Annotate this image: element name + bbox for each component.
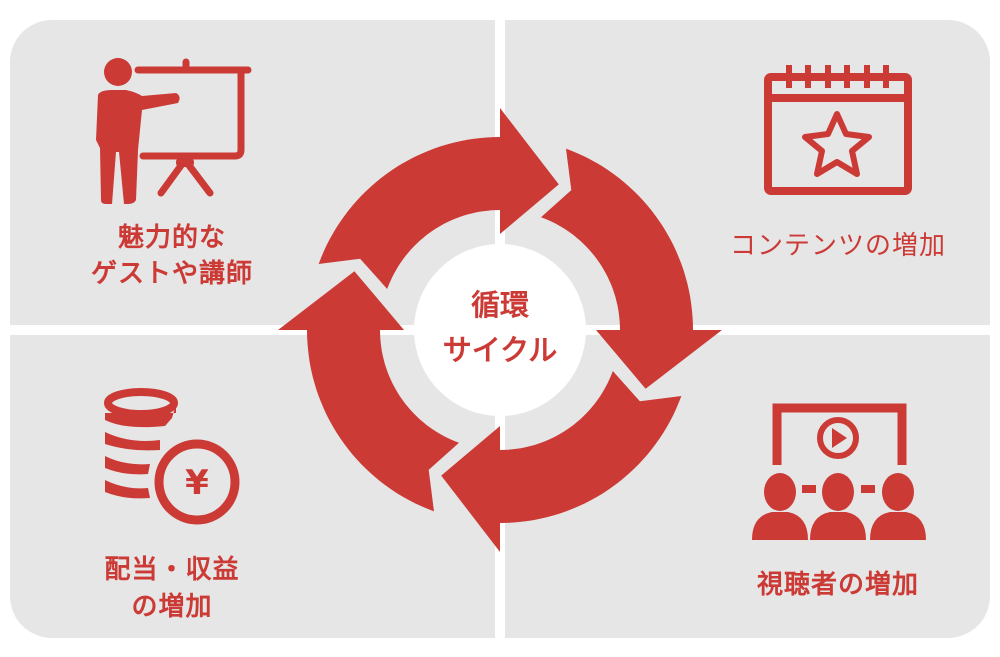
- cycle-arrows: [278, 108, 722, 552]
- center-title-line1: 循環: [470, 288, 530, 322]
- label-guests-line1: 魅力的な: [117, 223, 227, 253]
- arrow-bottom: [441, 371, 682, 552]
- audience-person: [810, 473, 866, 540]
- center-title-line2: サイクル: [442, 333, 558, 367]
- label-revenue-line2: の増加: [131, 592, 213, 622]
- yen-coins-icon: ¥: [104, 388, 240, 525]
- arrow-left: [278, 271, 459, 512]
- center-circle: [414, 244, 586, 416]
- audience-person: [870, 473, 926, 540]
- audience-person: [752, 473, 808, 540]
- label-viewers: 視聴者の増加: [756, 570, 920, 600]
- label-content: コンテンツの増加: [729, 231, 947, 261]
- label-revenue-line1: 配当・収益: [104, 555, 240, 585]
- video-audience-icon: [752, 403, 926, 540]
- arrow-right: [541, 148, 722, 389]
- label-guests-line2: ゲストや講師: [90, 259, 254, 289]
- arrow-top: [318, 108, 559, 289]
- presenter-icon: [96, 58, 252, 204]
- calendar-star-icon: [764, 65, 912, 195]
- yen-symbol: ¥: [185, 463, 209, 503]
